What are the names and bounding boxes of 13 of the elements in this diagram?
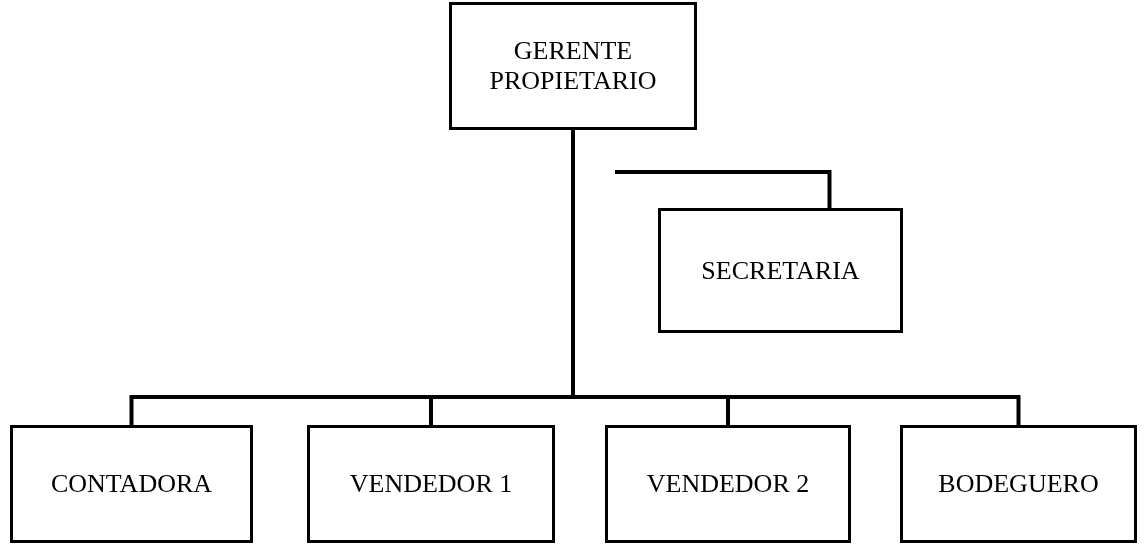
org-box xyxy=(605,425,851,543)
org-box xyxy=(10,425,253,543)
role-label: VENDEDOR 1 xyxy=(348,469,514,499)
org-box xyxy=(449,2,697,130)
org-box xyxy=(658,208,903,333)
role-label: GERENTE PROPIETARIO xyxy=(488,36,658,96)
role-label: CONTADORA xyxy=(49,469,214,499)
org-box xyxy=(307,425,555,543)
org-box xyxy=(900,425,1137,543)
connector-line xyxy=(615,170,832,208)
role-label: BODEGUERO xyxy=(937,469,1100,499)
role-label: SECRETARIA xyxy=(700,255,861,286)
role-label: VENDEDOR 2 xyxy=(645,469,811,499)
